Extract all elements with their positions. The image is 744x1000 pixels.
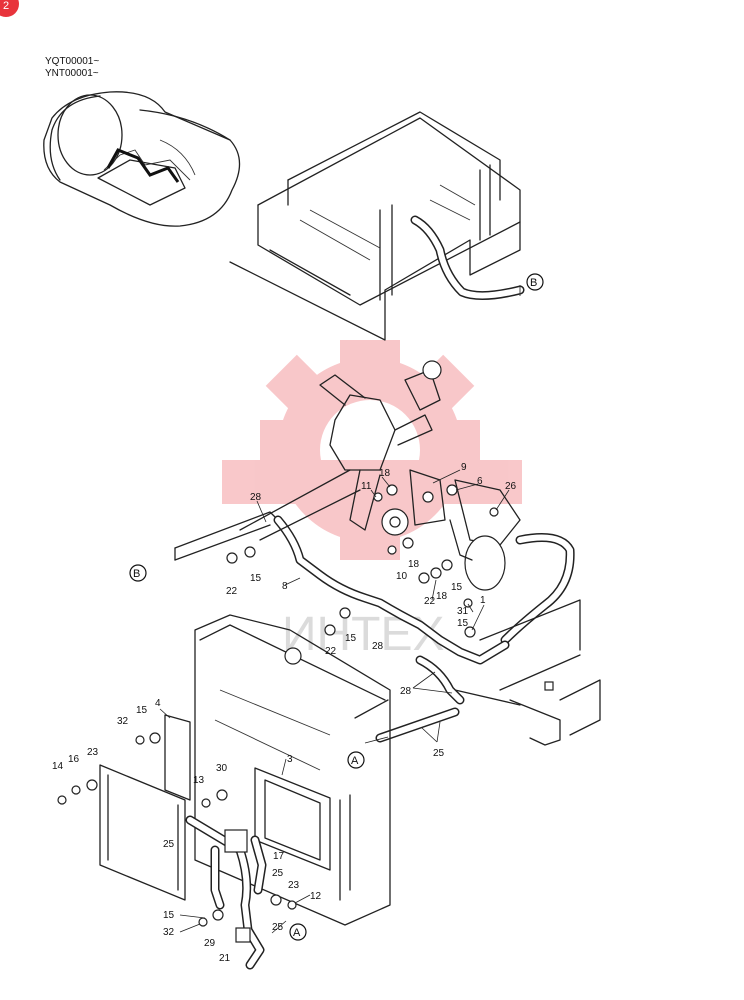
- callout-28: 28: [250, 492, 262, 503]
- callout-30: 30: [216, 763, 228, 774]
- callout-11: 11: [361, 481, 372, 492]
- callout-17: 17: [273, 851, 285, 862]
- svg-text:2: 2: [3, 0, 9, 12]
- callout-22: 22: [325, 646, 337, 657]
- callout-25: 25: [433, 748, 445, 759]
- callout-26: 26: [505, 481, 517, 492]
- callout-13: 13: [193, 775, 205, 786]
- callout-25: 25: [163, 839, 175, 850]
- ref-a-mid: A: [347, 751, 365, 769]
- callout-1: 1: [480, 595, 486, 606]
- callout-28: 28: [400, 686, 412, 697]
- callout-10: 10: [396, 571, 408, 582]
- oil-cooler: [99, 714, 331, 901]
- callout-14: 14: [52, 761, 64, 772]
- callout-3: 3: [287, 754, 293, 765]
- callout-6: 6: [477, 476, 483, 487]
- callout-8: 8: [282, 581, 288, 592]
- callout-28: 28: [372, 641, 384, 652]
- callout-31: 31: [457, 606, 469, 617]
- callout-16: 16: [68, 754, 80, 765]
- svg-text:B: B: [530, 277, 537, 289]
- svg-text:A: A: [293, 927, 301, 939]
- callout-15: 15: [163, 910, 175, 921]
- serial-range-2: YNT00001~: [45, 68, 99, 79]
- callout-9: 9: [461, 462, 467, 473]
- callout-15: 15: [250, 573, 262, 584]
- machine-inset: [43, 91, 241, 227]
- callout-32: 32: [163, 927, 175, 938]
- page-badge: 2: [0, 0, 19, 17]
- callout-23: 23: [87, 747, 99, 758]
- fasteners: [57, 484, 499, 927]
- hoses-to-a: [375, 655, 465, 743]
- engine-block: [194, 614, 391, 926]
- lower-hoses: [185, 815, 267, 970]
- callout-23: 23: [288, 880, 300, 891]
- callout-25: 25: [272, 922, 284, 933]
- callout-32: 32: [117, 716, 129, 727]
- callout-25: 25: [272, 868, 284, 879]
- watermark-gear: [222, 340, 522, 560]
- callout-22: 22: [424, 596, 436, 607]
- callout-12: 12: [310, 891, 322, 902]
- callout-15: 15: [345, 633, 357, 644]
- callout-22: 22: [226, 586, 238, 597]
- callout-4: 4: [155, 698, 161, 709]
- serial-range-1: YQT00001~: [45, 56, 99, 67]
- watermark-text: ИНТЕХ: [282, 608, 445, 661]
- callout-18: 18: [379, 468, 391, 479]
- svg-text:B: B: [133, 568, 140, 580]
- callout-18: 18: [408, 559, 420, 570]
- ref-b-left: B: [129, 564, 147, 582]
- leader-lines: [159, 469, 510, 934]
- callout-21: 21: [219, 953, 231, 964]
- callout-15: 15: [136, 705, 148, 716]
- ref-a-bottom: A: [289, 923, 307, 941]
- return-pipe: [174, 469, 510, 665]
- callout-29: 29: [204, 938, 216, 949]
- callout-15: 15: [451, 582, 463, 593]
- chassis-frame: [454, 599, 601, 746]
- upper-frame: [229, 111, 525, 341]
- svg-text:A: A: [351, 755, 359, 767]
- callout-18: 18: [436, 591, 448, 602]
- callout-15: 15: [457, 618, 469, 629]
- ref-b-top: B: [526, 273, 544, 291]
